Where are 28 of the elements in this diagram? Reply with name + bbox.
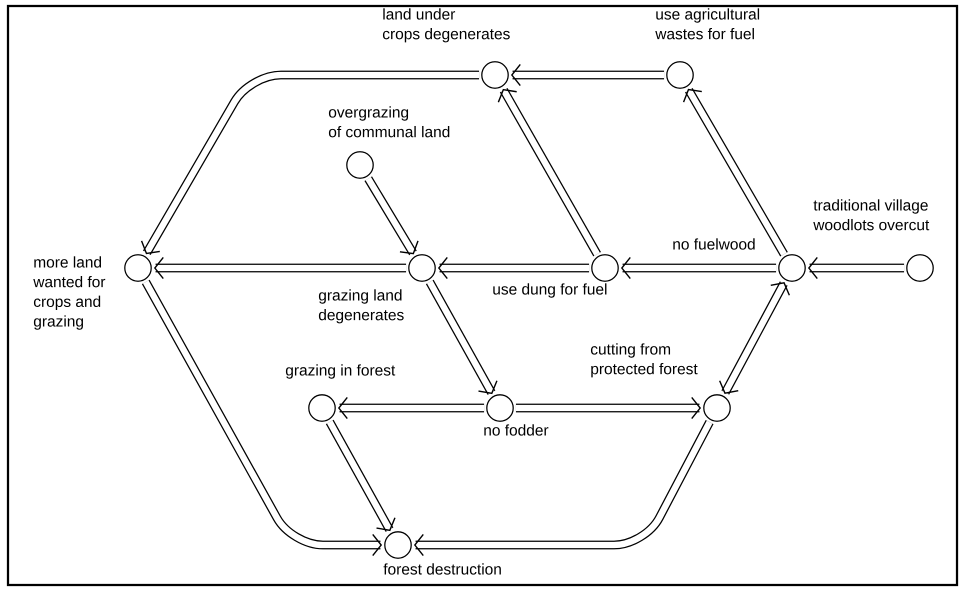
node-label: grazing in forest bbox=[286, 364, 396, 379]
arrow bbox=[620, 257, 776, 279]
arrow bbox=[338, 397, 484, 419]
node-label: use dung for fuel bbox=[493, 283, 606, 298]
arrow bbox=[326, 420, 396, 532]
arrow bbox=[808, 257, 904, 279]
arrow bbox=[438, 257, 590, 279]
arrow bbox=[682, 88, 788, 256]
arrow bbox=[498, 88, 601, 256]
arrow bbox=[414, 420, 714, 556]
arrow bbox=[426, 280, 498, 395]
node-label: grazing land degenerates bbox=[318, 289, 404, 324]
arrow bbox=[719, 281, 790, 395]
arrow bbox=[364, 176, 419, 256]
node-label: land under crops degenerates bbox=[382, 8, 510, 42]
node-label: forest destruction bbox=[384, 563, 501, 575]
node-label: more land wanted for crops and grazing bbox=[33, 256, 106, 330]
arrow bbox=[142, 280, 382, 556]
node-label: use agricultural wastes for fuel bbox=[655, 8, 760, 40]
arrow bbox=[154, 257, 406, 279]
arrow bbox=[140, 70, 480, 256]
node-label: overgrazing of communal land bbox=[328, 106, 450, 138]
node-label: cutting from protected forest bbox=[590, 343, 698, 378]
arrow bbox=[516, 397, 702, 419]
node-label: no fuelwood bbox=[673, 238, 755, 250]
arrow bbox=[510, 64, 664, 86]
node-label: no fodder bbox=[484, 424, 548, 436]
node-label: traditional village woodlots overcut bbox=[813, 199, 930, 230]
